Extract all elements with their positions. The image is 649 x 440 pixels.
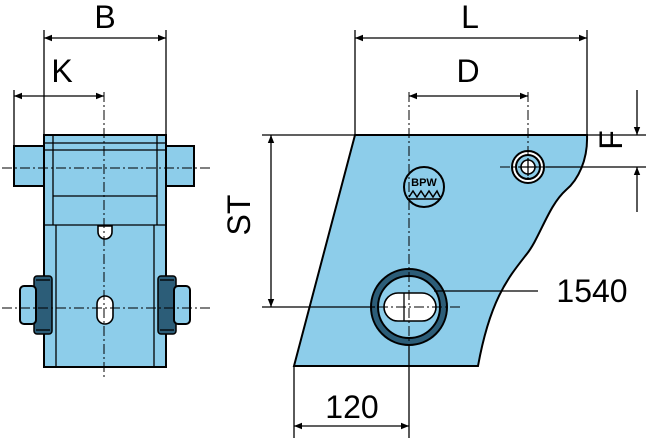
side-view: B K [2,0,212,380]
front-view: BPW L D F ST 120 1540 [221,0,646,438]
callout-1540: 1540 [556,273,627,309]
slot-upper [97,225,113,240]
axle-stub-left [13,145,47,187]
bracket-body [43,134,167,368]
bolt-right [157,275,191,335]
dim-label-F: F [593,130,629,150]
dim-label-D: D [456,53,479,89]
dim-label-B: B [94,0,115,35]
dim-label-ST: ST [221,195,257,236]
dim-label-120: 120 [325,389,378,425]
slot-lower [96,295,114,325]
bracket-plate [292,134,589,367]
bolt-left [19,275,53,335]
bpw-logo: BPW [403,166,445,208]
dim-label-K: K [51,53,72,89]
dim-label-L: L [461,0,479,35]
logo-text: BPW [411,177,437,189]
